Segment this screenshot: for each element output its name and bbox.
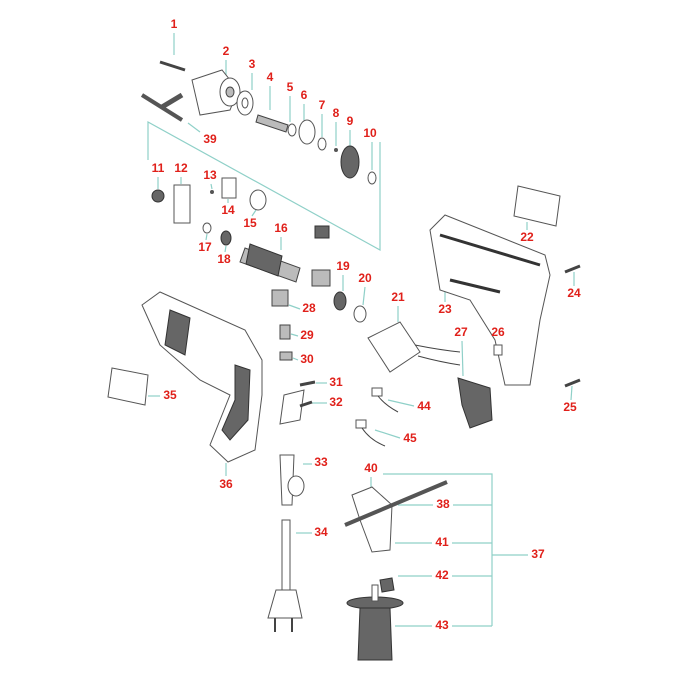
part-label-30: 30 xyxy=(300,352,314,366)
parts xyxy=(107,60,581,661)
part-label-27: 27 xyxy=(454,325,468,339)
part-label-5: 5 xyxy=(287,80,294,94)
leader-line-40 xyxy=(383,473,493,626)
part-label-18: 18 xyxy=(217,252,231,266)
part-label-7: 7 xyxy=(319,98,326,112)
part-label-26: 26 xyxy=(491,325,505,339)
part-label-8: 8 xyxy=(333,106,340,120)
part-chuck xyxy=(191,69,241,116)
part-label-2: 2 xyxy=(223,44,230,58)
part-label-34: 34 xyxy=(314,525,328,539)
part-label-11: 11 xyxy=(152,161,165,175)
part-screws-housing xyxy=(493,264,581,388)
part-brush-holders xyxy=(271,225,331,361)
part-label-23: 23 xyxy=(438,302,452,316)
leader-bracket xyxy=(147,120,381,252)
part-cord-clamp xyxy=(279,380,316,425)
part-label-36: 36 xyxy=(219,477,233,491)
part-label-25: 25 xyxy=(563,400,577,414)
part-label-28: 28 xyxy=(302,301,316,315)
part-label-37: 37 xyxy=(531,547,545,561)
part-label-40: 40 xyxy=(364,461,378,475)
part-label-38: 38 xyxy=(436,497,450,511)
leader-line-17 xyxy=(205,233,208,241)
part-label-20: 20 xyxy=(358,271,372,285)
leader-line-28 xyxy=(288,304,301,310)
part-nameplate xyxy=(107,367,149,406)
part-label-16: 16 xyxy=(274,221,288,235)
part-armature xyxy=(239,243,301,283)
part-label-45: 45 xyxy=(403,431,417,445)
part-label-17: 17 xyxy=(198,240,212,254)
part-label-plate xyxy=(513,185,561,227)
part-label-44: 44 xyxy=(417,399,431,413)
part-label-32: 32 xyxy=(329,395,343,409)
part-bearings xyxy=(333,291,367,323)
leader-line-30 xyxy=(292,357,299,361)
part-label-10: 10 xyxy=(363,126,377,140)
leader-line-44 xyxy=(387,399,415,407)
part-label-29: 29 xyxy=(300,328,314,342)
part-label-21: 21 xyxy=(391,290,405,304)
part-label-1: 1 xyxy=(171,17,178,31)
part-label-33: 33 xyxy=(314,455,328,469)
part-label-43: 43 xyxy=(435,618,449,632)
part-washer xyxy=(236,90,254,116)
part-side-handle xyxy=(344,480,448,661)
part-label-15: 15 xyxy=(243,216,257,230)
leader-line-25 xyxy=(570,385,573,401)
part-label-35: 35 xyxy=(163,388,177,402)
part-switch xyxy=(457,377,493,429)
part-housing-half xyxy=(429,214,551,386)
leader-line-45 xyxy=(374,429,401,439)
part-label-22: 22 xyxy=(520,230,534,244)
part-chuck-key xyxy=(140,92,184,122)
part-drill-body xyxy=(141,291,263,463)
leader-line-29 xyxy=(290,333,299,337)
part-label-6: 6 xyxy=(301,88,308,102)
part-label-14: 14 xyxy=(221,203,235,217)
leader-lines xyxy=(147,33,575,627)
part-rings xyxy=(287,119,377,185)
part-label-42: 42 xyxy=(435,568,449,582)
leader-line-27 xyxy=(461,340,464,377)
leader-line-18 xyxy=(224,245,227,253)
part-stator xyxy=(367,321,461,373)
part-wires xyxy=(355,387,399,447)
part-label-41: 41 xyxy=(435,535,449,549)
part-label-31: 31 xyxy=(329,375,343,389)
part-label-3: 3 xyxy=(249,57,256,71)
part-label-24: 24 xyxy=(567,286,581,300)
part-label-13: 13 xyxy=(203,168,217,182)
part-cord-sleeve xyxy=(279,454,305,506)
part-label-9: 9 xyxy=(347,114,354,128)
leader-line-15 xyxy=(251,209,257,217)
part-power-cord xyxy=(267,519,303,632)
part-small-parts xyxy=(151,177,267,246)
part-label-19: 19 xyxy=(336,259,350,273)
leader-line-39 xyxy=(187,122,201,133)
part-label-39: 39 xyxy=(203,132,217,146)
part-label-4: 4 xyxy=(267,70,274,84)
part-screw xyxy=(159,60,186,72)
part-spindle xyxy=(255,114,289,133)
leader-line-13 xyxy=(210,183,213,190)
leader-line-20 xyxy=(362,286,366,306)
part-label-12: 12 xyxy=(174,161,188,175)
